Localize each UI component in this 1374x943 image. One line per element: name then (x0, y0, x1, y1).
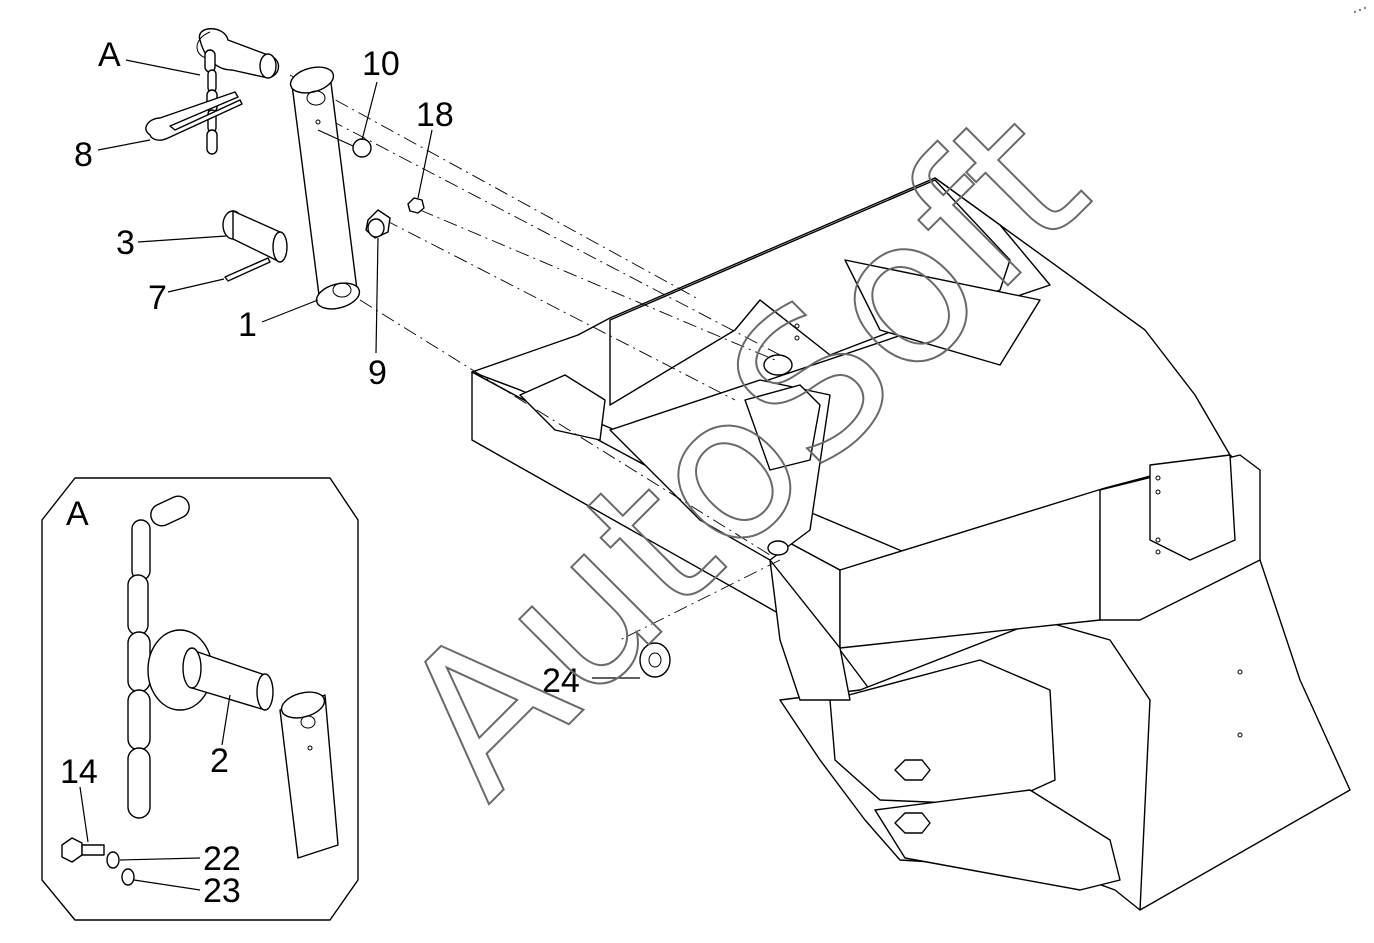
callouts: A 8 3 7 1 9 10 18 24 A 2 14 22 23 (60, 36, 580, 910)
spacer-washer (639, 642, 671, 678)
lock-nut (407, 197, 425, 214)
cotter-pin (224, 257, 271, 282)
corner-mark (1353, 6, 1367, 14)
callout-7: 7 (148, 279, 167, 317)
hex-nut (894, 759, 931, 781)
hairpin-clip (145, 91, 243, 141)
callout-8: 8 (74, 136, 93, 174)
beam-bracket (519, 374, 606, 441)
callout-22: 22 (203, 840, 241, 878)
mounting-boss (763, 354, 793, 376)
link-bar (289, 66, 361, 310)
callout-24: 24 (542, 662, 580, 700)
callout-18: 18 (416, 96, 454, 134)
clevis-pin (222, 210, 288, 263)
bolt-hole (1237, 732, 1243, 738)
hex-nut (894, 812, 931, 834)
callout-23: 23 (203, 872, 241, 910)
bolt-hole (1155, 537, 1161, 543)
bolt-hole (1237, 669, 1243, 675)
detail-reference-label: A (98, 36, 121, 74)
callout-14: 14 (60, 753, 98, 791)
detail-view-a (41, 477, 359, 921)
callout-10: 10 (362, 45, 400, 83)
mounting-boss (767, 540, 789, 556)
detail-box-title: A (66, 495, 89, 533)
frame-assembly (471, 177, 1351, 911)
bolt-hole (1155, 475, 1161, 481)
grease-fitting (365, 209, 391, 239)
callout-2: 2 (210, 742, 229, 780)
bolt-hole (794, 335, 800, 341)
bolt-hole (794, 323, 800, 329)
callout-1: 1 (238, 306, 257, 344)
callout-3: 3 (116, 224, 135, 262)
cap (317, 129, 372, 158)
bolt-hole (1155, 549, 1161, 555)
callout-9: 9 (368, 354, 387, 392)
bolt-hole (1155, 489, 1161, 495)
assembly-center-lines (289, 74, 781, 641)
leader-lines (79, 59, 640, 891)
